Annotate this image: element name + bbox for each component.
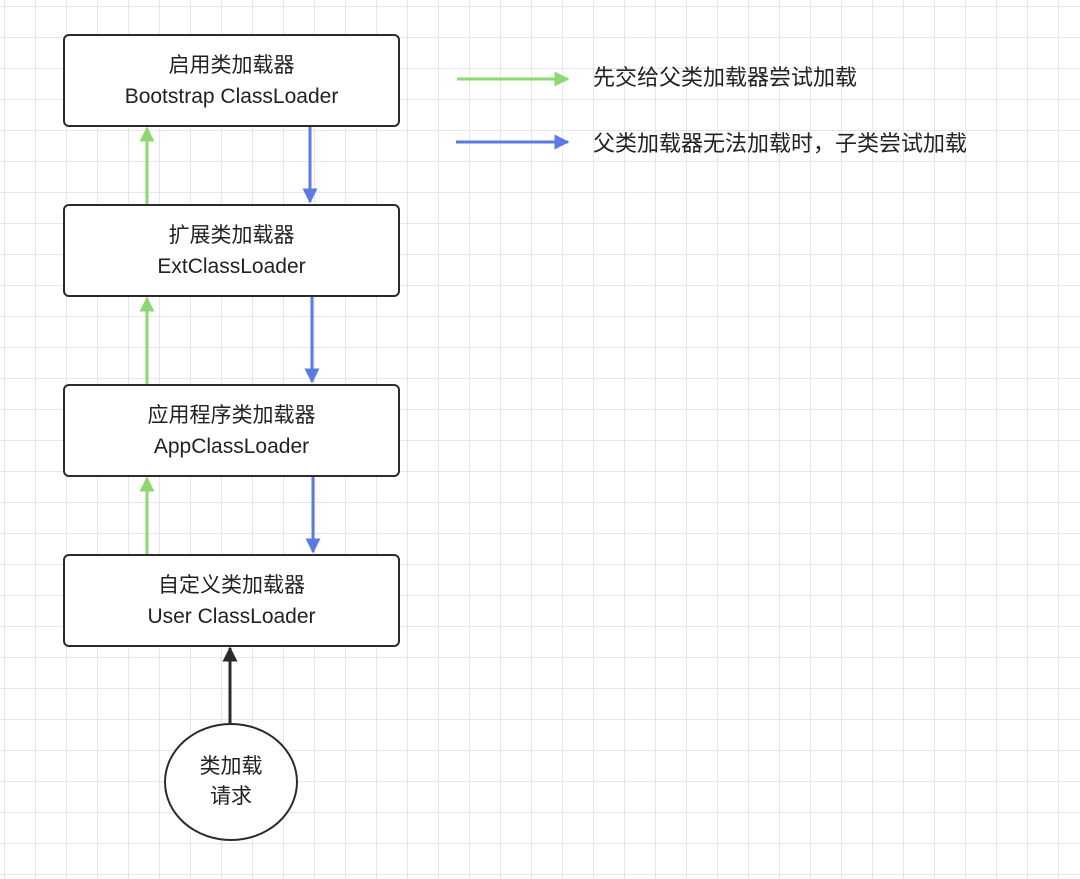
node-title: 自定义类加载器 [158,573,305,597]
node-subtitle: Bootstrap ClassLoader [124,84,339,108]
request-line2: 请求 [210,785,252,808]
node-subtitle: AppClassLoader [153,434,310,458]
node-title: 应用程序类加载器 [147,403,316,427]
node-title: 扩展类加载器 [168,223,295,247]
legend-green-label: 先交给父类加载器尝试加载 [593,65,858,90]
ext-classloader-box: 扩展类加载器 ExtClassLoader [63,204,400,297]
node-subtitle: ExtClassLoader [157,254,306,278]
class-load-request-circle: 类加载 请求 [164,723,298,841]
legend-blue-label: 父类加载器无法加载时，子类尝试加载 [593,131,968,156]
node-title: 启用类加载器 [168,53,295,77]
node-subtitle: User ClassLoader [147,604,316,628]
user-classloader-box: 自定义类加载器 User ClassLoader [63,554,400,647]
request-line1: 类加载 [199,755,263,778]
app-classloader-box: 应用程序类加载器 AppClassLoader [63,384,400,477]
bootstrap-classloader-box: 启用类加载器 Bootstrap ClassLoader [63,34,400,127]
